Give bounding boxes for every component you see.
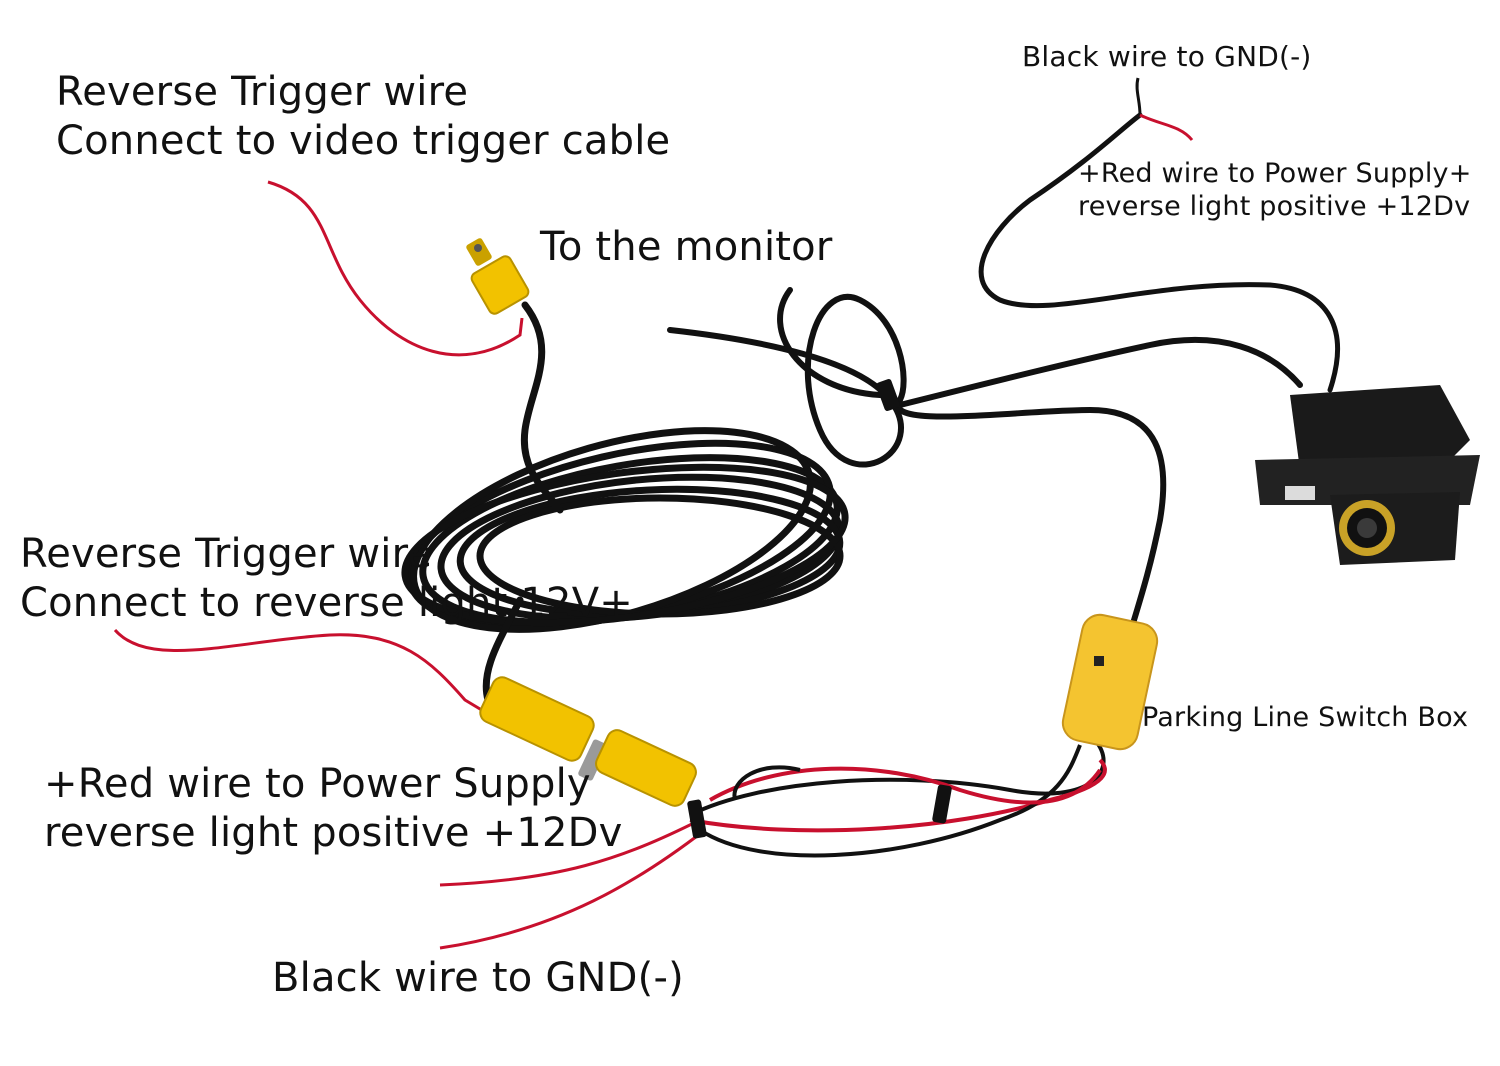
label-red-wire-right: +Red wire to Power Supply+ reverse light… [1078, 158, 1472, 224]
video-cable-upper [520, 301, 564, 514]
camera-cable [897, 336, 1303, 408]
label-switch-box: Parking Line Switch Box [1142, 702, 1469, 733]
rca-connector-top [466, 238, 530, 315]
monitor-cable-loop [777, 287, 883, 398]
label-black-wire-top: Black wire to GND(-) [1022, 40, 1312, 73]
video-cable-lower [482, 596, 524, 704]
red-wire-lower-left [439, 818, 701, 887]
label-red-wire-right-line2: reverse light positive +12Dv [1078, 190, 1471, 222]
trigger-wire-middle [113, 629, 486, 714]
cable-coil [401, 427, 849, 633]
power-wire-bundle [689, 738, 1107, 858]
label-red-wire-left: +Red wire to Power Supply reverse light … [44, 760, 623, 858]
label-black-wire-bottom: Black wire to GND(-) [272, 955, 684, 1001]
camera-red-lead [1139, 113, 1194, 142]
label-reverse-trigger-light-line1: Reverse Trigger wire [20, 531, 433, 577]
switch-box [1061, 613, 1159, 751]
label-red-wire-left-line2: reverse light positive +12Dv [44, 809, 623, 856]
label-red-wire-right-line1: +Red wire to Power Supply+ [1078, 158, 1472, 189]
label-reverse-trigger-video-line1: Reverse Trigger wire [56, 69, 469, 115]
cable-ties [687, 379, 952, 839]
camera [1255, 385, 1480, 565]
label-reverse-trigger-video-line2: Connect to video trigger cable [56, 117, 671, 164]
label-reverse-trigger-video: Reverse Trigger wire Connect to video tr… [56, 68, 670, 166]
label-reverse-trigger-light-line2: Connect to reverse light 12V+ [20, 579, 633, 626]
camera-gnd-lead [1135, 77, 1142, 116]
label-reverse-trigger-light: Reverse Trigger wire Connect to reverse … [20, 530, 633, 628]
camera-power-lead [978, 112, 1340, 393]
rca-connector-lower [479, 676, 697, 807]
label-red-wire-left-line1: +Red wire to Power Supply [44, 761, 591, 807]
trigger-wire-top [267, 180, 524, 357]
black-wire-lower-left [439, 828, 706, 950]
label-to-monitor: To the monitor [540, 224, 833, 270]
